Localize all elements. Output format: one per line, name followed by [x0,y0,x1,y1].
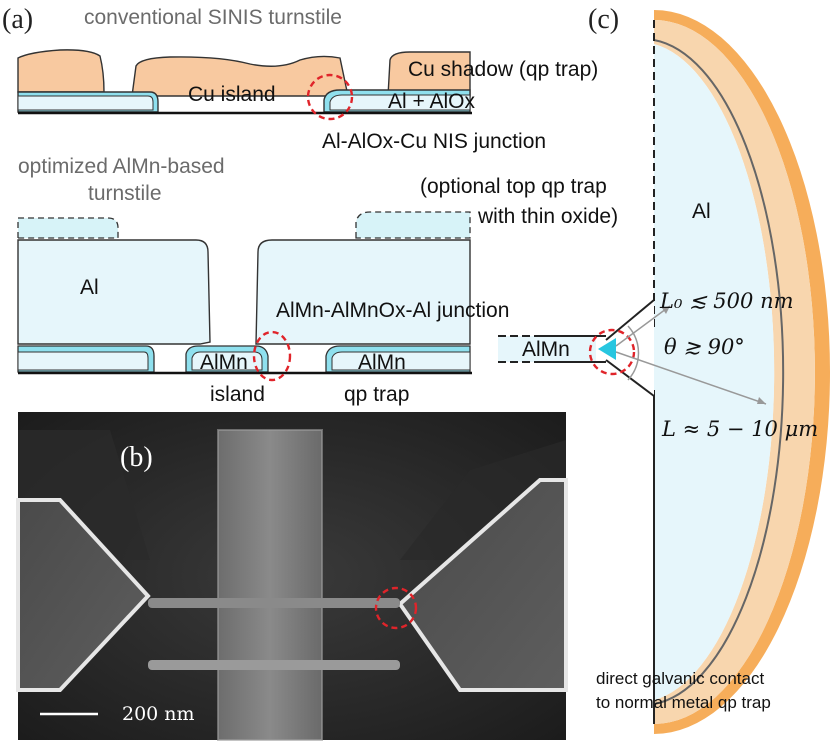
contact-label-line2: to normal metal qp trap [596,693,771,712]
sem-wire-bottom [148,660,400,670]
l0-arrow [615,305,671,347]
sem-wire-top [148,598,400,608]
theta-label: θ ≳ 90° [664,335,745,359]
almn-left-core [17,351,149,371]
optimized-title-line2: turnstile [88,182,162,205]
al-left-block [17,239,211,345]
conventional-title: conventional SINIS turnstile [84,6,342,29]
panel-a-conventional: (a) conventional SINIS turnstile Cu isla… [2,4,598,153]
cu-island-label: Cu island [188,83,276,106]
cu-right-shadow [387,51,471,97]
panel-a-optimized: optimized AlMn-based turnstile (optional… [17,155,618,406]
almn-island-core [191,351,263,371]
scale-bar-label: 200 nm [122,703,195,725]
panel-b-label: (b) [120,442,153,473]
al-alox-label: Al + AlOx [388,90,475,113]
sem-vertical-strip [218,430,322,740]
al-label-a: Al [80,276,99,299]
almn-label-c: AlMn [522,338,570,361]
qp-trap-label: qp trap [344,383,409,406]
optional-top-trap-right [355,211,471,239]
wedge-upper-edge [605,299,655,341]
cu-shadow-label: Cu shadow (qp trap) [408,58,598,81]
almn-trap-core [331,351,471,371]
al-right-core [329,94,471,111]
l-arrow [615,351,767,405]
cu-left-shadow [17,49,105,93]
contact-label-line1: direct galvanic contact [596,669,764,688]
al-label-c: Al [692,200,711,223]
l0-arrowhead [662,306,670,314]
sem-junction-highlight [374,586,418,630]
wedge-cutout [606,300,654,396]
almn-trap-label: AlMn [358,351,406,374]
optimized-title-line1: optimized AlMn-based [18,155,225,178]
nis-junction-label: Al-AlOx-Cu NIS junction [322,130,546,153]
almn-island-label: AlMn [200,351,248,374]
panel-c: (c) Al AlMn L₀ ≲ 500 nm θ ≳ 90° [498,4,830,734]
optional-top-trap-left [17,217,119,239]
l-label: L ≈ 5 − 10 μm [661,417,818,441]
al-region [654,44,775,700]
optional-trap-line2: with thin oxide) [477,205,618,228]
panel-b-sem: (b) 200 nm [16,412,568,741]
contact-contour [653,39,785,705]
nis-junction-highlight [306,73,354,121]
theta-arc [627,325,640,381]
sem-left-pad [16,498,151,692]
almn-tip [598,338,616,360]
al-left-core [17,95,154,111]
almn-wire [498,336,596,362]
sem-strip-edge [217,429,323,741]
tip-highlight [588,328,636,376]
l0-label: L₀ ≲ 500 nm [659,289,794,313]
al-right-block [255,239,471,345]
almn-junction-highlight [252,330,292,382]
panel-c-label: (c) [588,4,619,35]
almn-junction-label: AlMn-AlMnOx-Al junction [276,299,509,322]
sem-right-pad [397,478,568,692]
cu-island [131,55,349,97]
island-label: island [210,383,265,406]
l-arrowhead [757,397,766,404]
optional-trap-line1: (optional top qp trap [420,175,607,198]
panel-a-label: (a) [2,4,33,35]
